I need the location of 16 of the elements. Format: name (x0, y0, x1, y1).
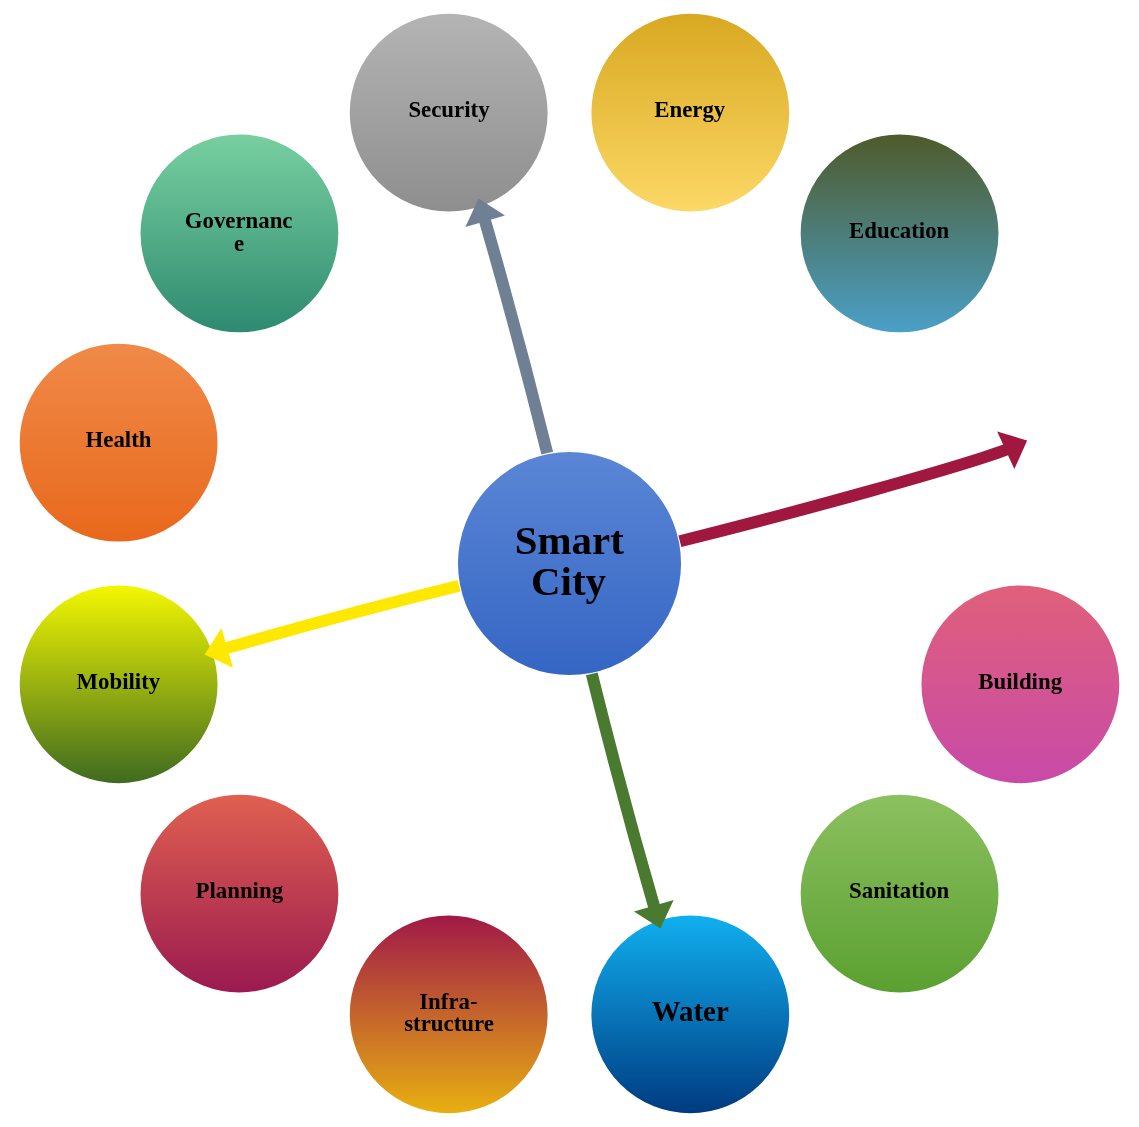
node-circle: Water (589, 913, 791, 1116)
arrow (585, 672, 674, 929)
node-circle: Education (798, 132, 1001, 335)
node-circle: Health (17, 342, 220, 544)
node-circle: Energy (589, 11, 791, 214)
node-circle: Infra- structure (348, 913, 550, 1116)
arrow (678, 431, 1028, 548)
node-circle: Security (348, 11, 550, 214)
arrow (204, 579, 461, 668)
node-circle: Planning (138, 792, 341, 995)
node-circle: Sanitation (798, 792, 1001, 995)
node-circle: Smart City (456, 450, 683, 677)
node-circle: Governanc e (138, 132, 341, 335)
arrow (465, 198, 554, 455)
node-circle: Building (919, 583, 1122, 785)
node-circle: Mobility (17, 583, 220, 785)
